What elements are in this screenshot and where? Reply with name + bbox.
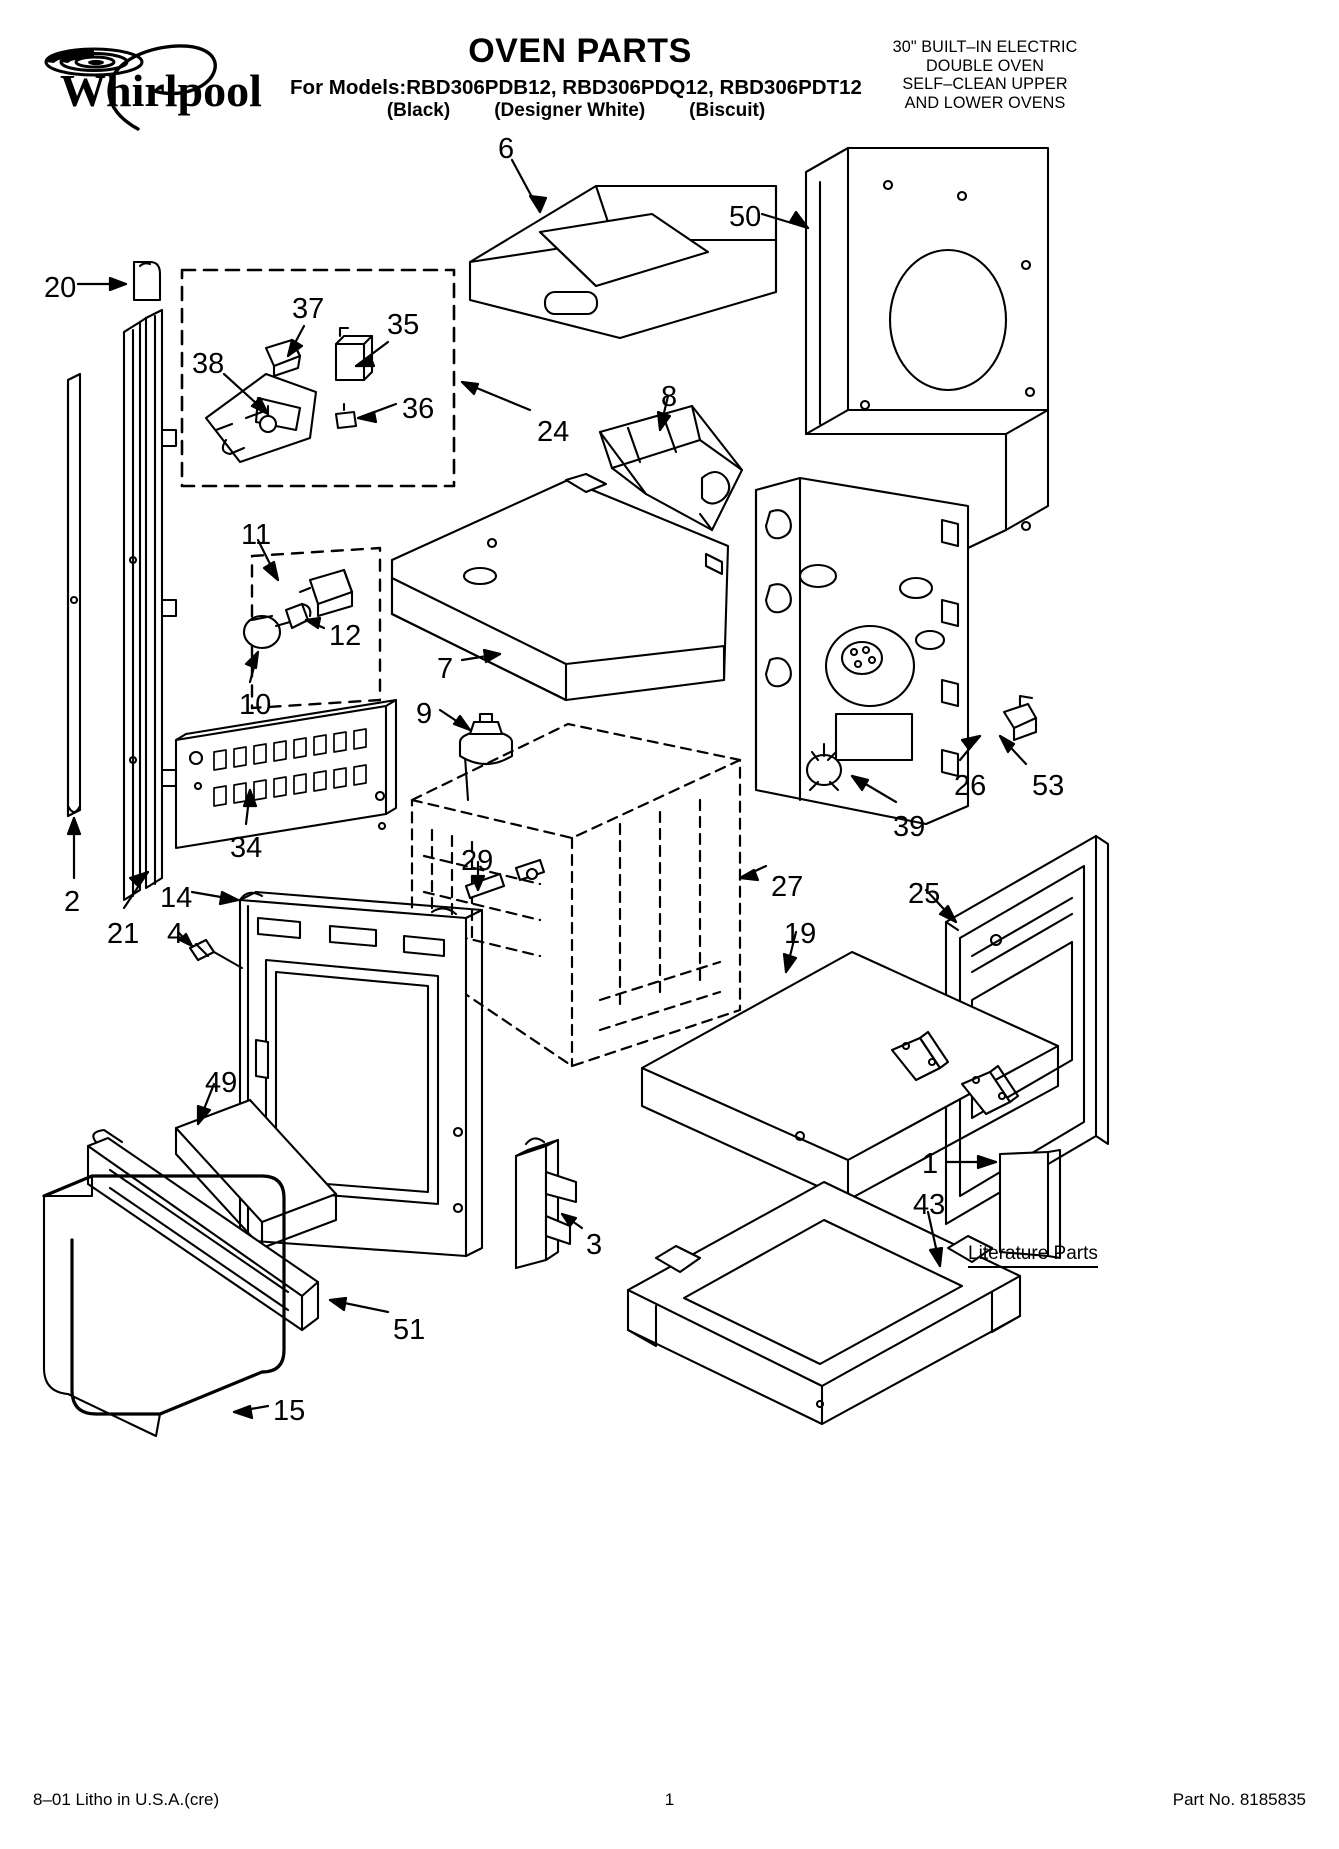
part-1-literature bbox=[998, 1148, 1062, 1260]
part-8-element-assembly bbox=[598, 404, 744, 532]
callout-21: 21 bbox=[107, 918, 140, 950]
part-38-control-bracket bbox=[204, 372, 318, 464]
callout-53: 53 bbox=[1032, 770, 1065, 802]
footer-litho: 8–01 Litho in U.S.A.(cre) bbox=[33, 1790, 220, 1809]
part-10-knob bbox=[242, 614, 292, 650]
part-7-bottom-panel bbox=[390, 472, 730, 702]
whirlpool-logo: Whirlpool bbox=[32, 34, 262, 134]
dashed-group-24 bbox=[180, 268, 456, 488]
part-9-fan-motor bbox=[458, 712, 514, 802]
callout-1: 1 bbox=[922, 1148, 939, 1180]
callout-7: 7 bbox=[437, 653, 454, 685]
part-2-trim-strip bbox=[66, 372, 82, 818]
callout-4: 4 bbox=[167, 918, 184, 950]
callout-36: 36 bbox=[402, 393, 435, 425]
callout-11: 11 bbox=[241, 519, 272, 551]
part-36-terminal bbox=[334, 402, 358, 430]
whirlpool-swirl-icon bbox=[44, 47, 144, 77]
color-variant: (Black) bbox=[386, 100, 451, 121]
color-variants: (Black) (Designer White) (Biscuit) bbox=[286, 100, 866, 122]
callout-9: 9 bbox=[416, 698, 433, 730]
callout-6: 6 bbox=[498, 133, 515, 165]
whirlpool-ribbon-icon bbox=[107, 44, 217, 131]
part-39-blower-wheel bbox=[805, 742, 843, 792]
callout-51: 51 bbox=[393, 1314, 426, 1346]
callout-35: 35 bbox=[387, 309, 420, 341]
part-15-door-gasket bbox=[42, 1174, 286, 1438]
callout-3: 3 bbox=[586, 1229, 603, 1261]
part-20-end-cap bbox=[132, 260, 162, 302]
part-34-vent-grille bbox=[174, 698, 398, 850]
callout-25: 25 bbox=[908, 878, 941, 910]
part-19-shelf bbox=[640, 950, 1060, 1202]
spec-line: DOUBLE OVEN bbox=[925, 56, 1045, 75]
color-variant: (Biscuit) bbox=[689, 100, 766, 121]
footer-page-number: 1 bbox=[664, 1790, 675, 1809]
spec-line: 30" BUILT–IN ELECTRIC bbox=[892, 38, 1078, 56]
literature-parts-label: Literature Parts bbox=[968, 1243, 1098, 1268]
callout-19: 19 bbox=[784, 918, 817, 950]
part-50-side-panel bbox=[804, 146, 1050, 550]
callout-10: 10 bbox=[239, 689, 272, 721]
callout-20: 20 bbox=[44, 272, 77, 304]
page-footer: 8–01 Litho in U.S.A.(cre) 1 Part No. 818… bbox=[0, 1790, 1339, 1820]
color-variant: (Designer White) bbox=[494, 100, 646, 121]
callout-29: 29 bbox=[461, 845, 494, 877]
callout-14: 14 bbox=[160, 882, 193, 914]
spec-line: AND LOWER OVENS bbox=[904, 93, 1066, 112]
callout-49: 49 bbox=[205, 1067, 238, 1099]
part-4-screw bbox=[188, 938, 244, 970]
part-35-relay bbox=[334, 326, 374, 382]
part-49-handle-trim bbox=[174, 1098, 338, 1250]
callout-37: 37 bbox=[292, 293, 325, 325]
callout-39: 39 bbox=[893, 811, 926, 843]
callout-38: 38 bbox=[192, 348, 225, 380]
part-53-clip bbox=[1002, 694, 1038, 742]
footer-part-number: Part No. 8185835 bbox=[1172, 1790, 1306, 1809]
whirlpool-wordmark: Whirlpool bbox=[60, 65, 262, 116]
appliance-spec-block: 30" BUILT–IN ELECTRIC DOUBLE OVEN SELF–C… bbox=[860, 38, 1110, 112]
callout-43: 43 bbox=[913, 1189, 946, 1221]
spec-line: SELF–CLEAN UPPER bbox=[902, 75, 1068, 94]
callout-26: 26 bbox=[954, 770, 987, 802]
part-11-bulb bbox=[284, 602, 312, 630]
part-3-hinge-bracket bbox=[514, 1137, 578, 1270]
models-line: For Models:RBD306PDB12, RBD306PDQ12, RBD… bbox=[290, 76, 862, 99]
part-29-rack-guide bbox=[464, 858, 546, 900]
callout-8: 8 bbox=[661, 381, 678, 413]
part-43-bottom-pan bbox=[626, 1180, 1022, 1426]
callout-12: 12 bbox=[329, 620, 362, 652]
part-21-side-rail bbox=[122, 308, 178, 902]
callout-27: 27 bbox=[771, 871, 804, 903]
callout-24: 24 bbox=[537, 416, 570, 448]
callout-34: 34 bbox=[230, 832, 263, 864]
callout-50: 50 bbox=[729, 201, 762, 233]
part-12-switch-body bbox=[298, 568, 354, 618]
part-26-back-panel bbox=[754, 476, 970, 826]
callout-2: 2 bbox=[64, 886, 81, 918]
callout-15: 15 bbox=[273, 1395, 306, 1427]
part-6-vent-panel bbox=[468, 184, 778, 340]
page-title: OVEN PARTS bbox=[468, 32, 692, 70]
